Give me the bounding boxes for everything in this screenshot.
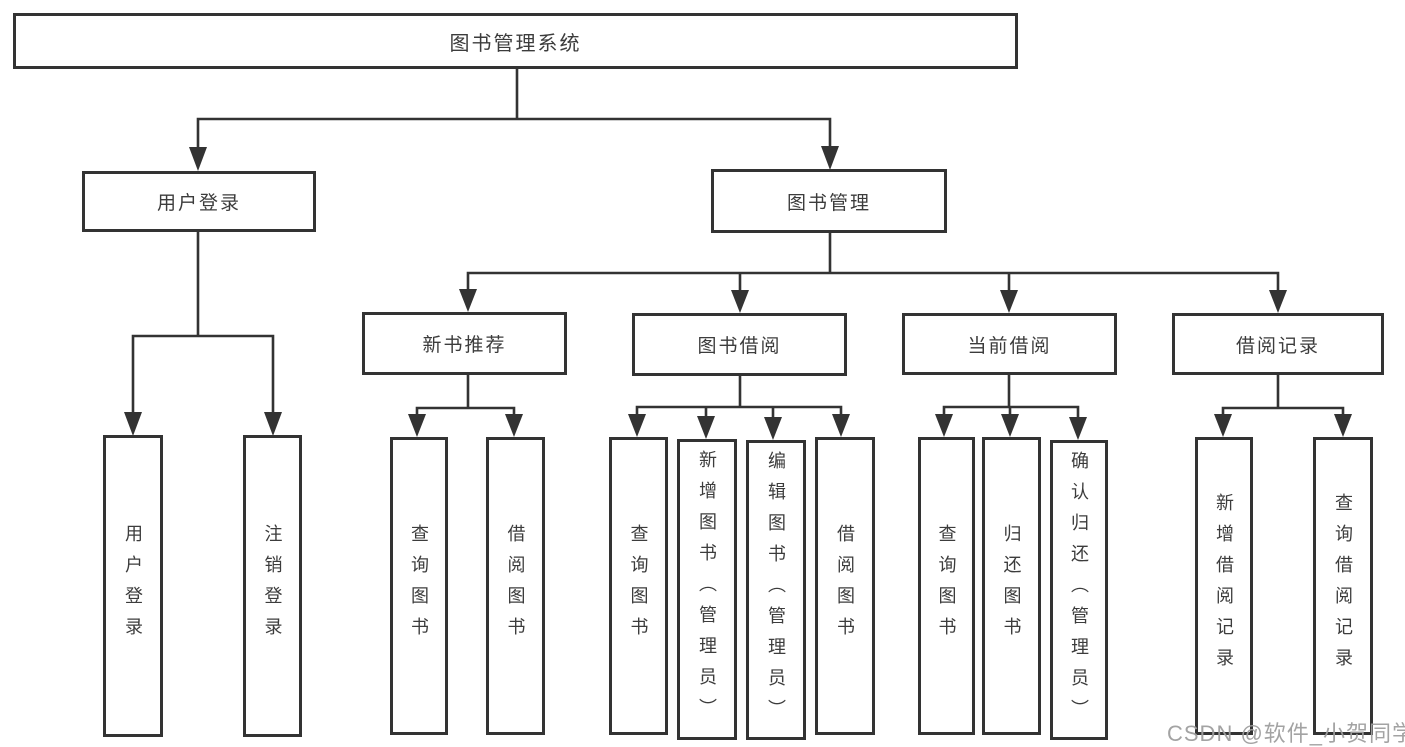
leaf-query-books-newrec: 查询图书: [390, 437, 448, 735]
node-label: 图书管理系统: [449, 32, 582, 55]
leaf-edit-books-admin: 编辑图书（管理员）: [746, 440, 806, 740]
leaf-logout-login: 注销登录: [243, 435, 302, 737]
leaf-add-books-admin: 新增图书（管理员）: [677, 439, 737, 740]
node-borrow-records: 借阅记录: [1172, 313, 1384, 375]
node-label: 编辑图书（管理员）: [766, 450, 786, 730]
node-new-book-recommend: 新书推荐: [362, 312, 567, 375]
node-label: 新书推荐: [422, 335, 507, 356]
node-label: 当前借阅: [967, 335, 1052, 357]
node-label: 查询借阅记录: [1333, 493, 1353, 679]
leaf-add-borrow-record: 新增借阅记录: [1195, 437, 1253, 735]
leaf-query-books-borrow: 查询图书: [609, 437, 668, 735]
node-label: 归还图书: [1001, 524, 1022, 648]
node-current-borrowing: 当前借阅: [902, 313, 1117, 375]
leaf-user-login: 用户登录: [103, 435, 163, 737]
leaf-confirm-return-admin: 确认归还（管理员）: [1050, 440, 1108, 740]
node-label: 新增图书（管理员）: [697, 450, 717, 729]
node-label: 用户登录: [123, 524, 143, 648]
node-label: 注销登录: [262, 524, 283, 648]
csdn-watermark: CSDN @软件_小贺同学: [1167, 721, 1405, 746]
node-label: 查询图书: [409, 524, 429, 648]
node-label: 新增借阅记录: [1214, 493, 1234, 679]
leaf-query-borrow-record: 查询借阅记录: [1313, 437, 1373, 735]
node-book-borrowing: 图书借阅: [632, 313, 847, 376]
node-label: 查询图书: [936, 524, 957, 648]
node-label: 借阅图书: [505, 524, 526, 648]
node-label: 借阅图书: [835, 524, 855, 648]
node-library-system: 图书管理系统: [13, 13, 1018, 69]
node-user-login: 用户登录: [82, 171, 316, 232]
node-label: 借阅记录: [1235, 335, 1320, 357]
leaf-return-books: 归还图书: [982, 437, 1041, 735]
node-label: 查询图书: [628, 524, 649, 648]
node-label: 图书借阅: [697, 336, 782, 357]
leaf-query-books-current: 查询图书: [918, 437, 975, 735]
node-book-management: 图书管理: [711, 169, 947, 233]
node-label: 图书管理: [786, 192, 871, 214]
leaf-borrow-books-borrow: 借阅图书: [815, 437, 875, 735]
node-label: 确认归还（管理员）: [1069, 450, 1089, 730]
node-label: 用户登录: [156, 193, 241, 214]
leaf-borrow-books-newrec: 借阅图书: [486, 437, 545, 735]
